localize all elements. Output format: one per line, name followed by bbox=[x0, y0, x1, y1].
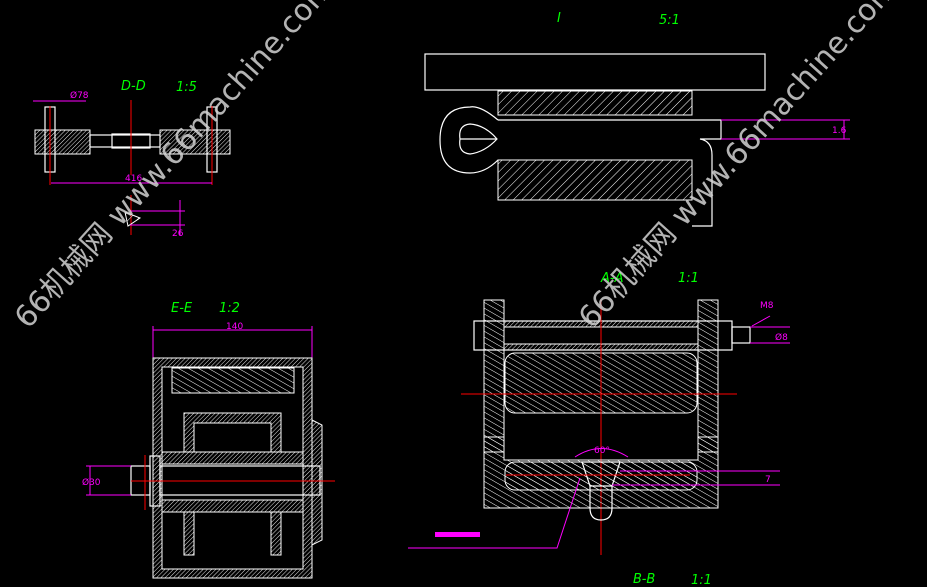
detail-i-scale: 5:1 bbox=[659, 13, 680, 28]
dd-dim-small: 26 bbox=[172, 229, 184, 239]
aa-thread: M8 bbox=[760, 301, 774, 311]
view-dd-scale: 1:5 bbox=[176, 80, 197, 95]
view-ee-scale: 1:2 bbox=[219, 301, 240, 316]
view-bb: 60° 7 B-B 1:1 bbox=[408, 436, 780, 587]
view-ee-title: E-E bbox=[171, 301, 193, 316]
watermark-left: 66机械网 www.66machine.com bbox=[8, 0, 341, 335]
dd-dim-dia: Ø78 bbox=[70, 90, 89, 101]
ee-dim-dia: Ø30 bbox=[82, 477, 101, 488]
view-aa-scale: 1:1 bbox=[678, 271, 699, 286]
view-dd-title: D-D bbox=[121, 79, 146, 94]
view-aa-title: A-A bbox=[600, 271, 623, 286]
aa-dim-dia: Ø8 bbox=[775, 332, 788, 343]
ee-dim-len: 140 bbox=[226, 322, 243, 332]
detail-i-title: I bbox=[557, 11, 561, 26]
view-detail-i: I 5:1 1.6 bbox=[424, 11, 850, 227]
bb-angle: 60° bbox=[594, 446, 610, 456]
bb-dim: 7 bbox=[765, 475, 771, 485]
dd-dim-len: 416 bbox=[125, 174, 142, 184]
leader-note bbox=[435, 532, 480, 537]
view-ee: E-E 1:2 140 Ø30 bbox=[82, 301, 335, 579]
view-aa: A-A 1:1 M8 Ø8 bbox=[461, 271, 790, 555]
view-bb-scale: 1:1 bbox=[691, 573, 712, 587]
view-bb-title: B-B bbox=[633, 572, 655, 587]
detail-i-dim: 1.6 bbox=[832, 126, 847, 136]
view-dd: D-D 1:5 Ø78 416 26 bbox=[33, 79, 231, 239]
